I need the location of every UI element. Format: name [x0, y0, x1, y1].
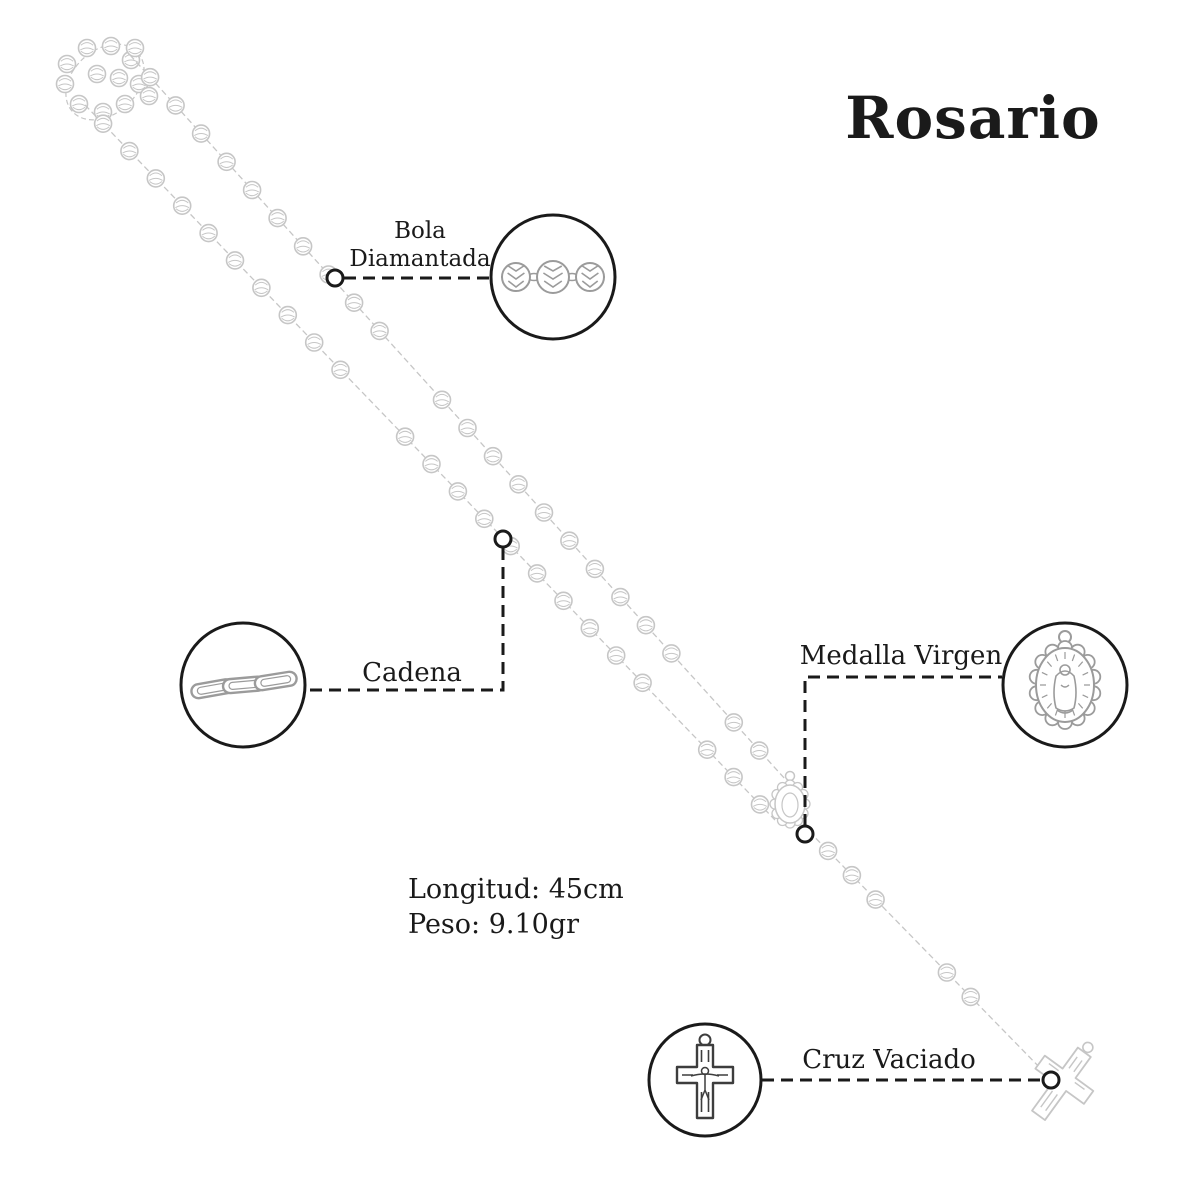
virgin-medal-icon [1028, 630, 1102, 730]
medalla-callout-line [803, 675, 1002, 826]
chain-links-icon [190, 670, 298, 700]
medalla-callout [1001, 621, 1129, 749]
bola-label-line2: Diamantada [349, 246, 491, 272]
page-title: Rosario [845, 84, 1100, 152]
cruz-label: Cruz Vaciado [802, 1045, 976, 1075]
cadena-anchor-point [493, 529, 513, 549]
rosary-illustration [55, 36, 1095, 1121]
cadena-callout-line [306, 548, 505, 692]
cadena-callout [179, 621, 307, 749]
spec-length: Longitud: 45cm [408, 874, 624, 905]
callout-lines [306, 276, 1042, 1082]
diamond-cut-beads-icon [501, 260, 605, 294]
medalla-label: Medalla Virgen [800, 641, 1003, 671]
medalla-anchor-point [795, 824, 815, 844]
cruz-anchor-point [1041, 1070, 1061, 1090]
cruz-callout [647, 1022, 763, 1138]
cadena-label: Cadena [362, 658, 462, 688]
callout-anchors [325, 268, 1061, 1090]
bola-label-line1: Bola [394, 218, 446, 244]
spec-weight: Peso: 9.10gr [408, 909, 579, 940]
crucifix-icon [675, 1033, 735, 1120]
bola-anchor-point [325, 268, 345, 288]
bola-callout [489, 213, 617, 341]
